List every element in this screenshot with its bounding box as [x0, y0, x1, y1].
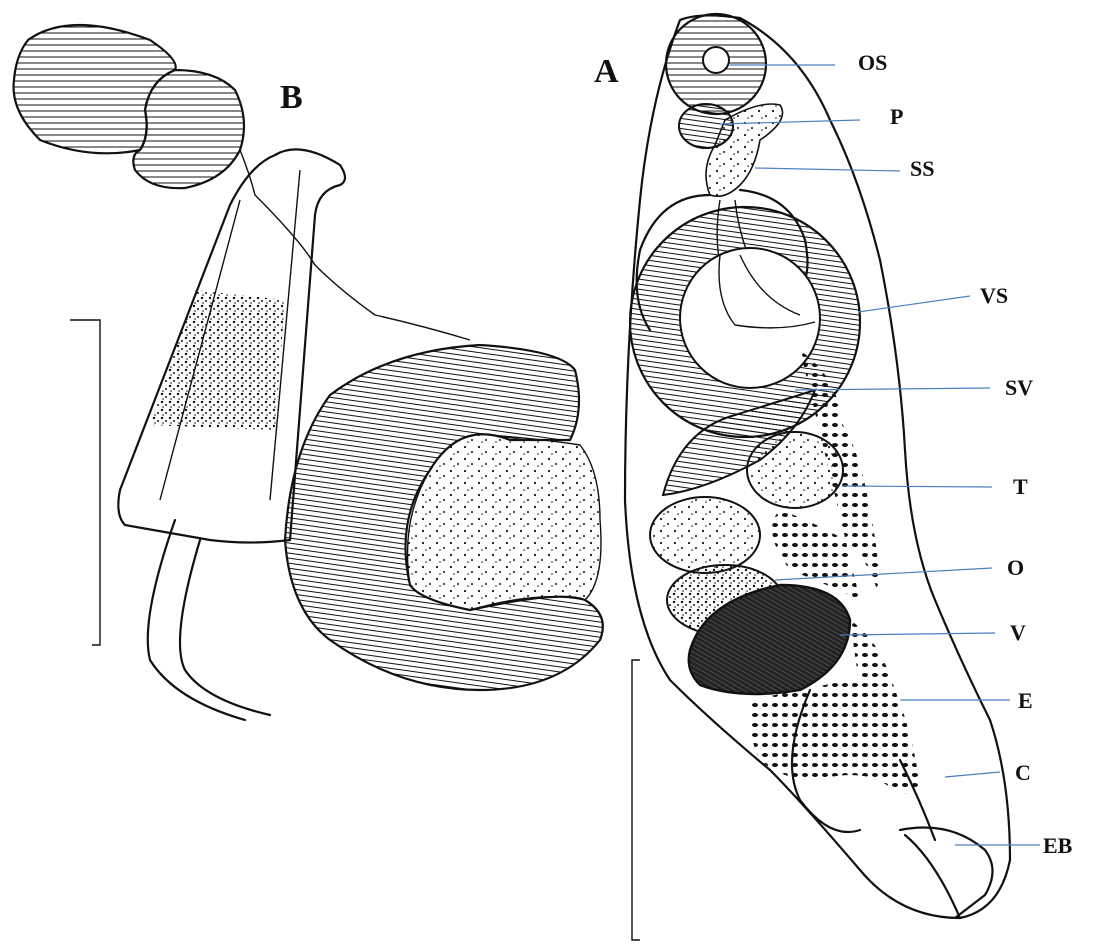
testis-posterior — [650, 497, 760, 573]
ejaculatory-duct — [148, 520, 270, 720]
label-o: O — [1007, 555, 1024, 580]
label-vs: VS — [980, 283, 1008, 308]
ventral-sucker-lumen — [680, 248, 820, 388]
label-ss: SS — [910, 156, 934, 181]
ventral-sucker-b-lumen — [408, 434, 602, 610]
leader-vs — [858, 296, 970, 312]
label-p: P — [890, 104, 903, 129]
scale-bar-a — [632, 660, 640, 940]
label-sv: SV — [1005, 375, 1033, 400]
oral-sucker-mouth — [703, 47, 729, 73]
excretory-bladder — [900, 828, 993, 919]
panel-a-drawing — [625, 14, 1010, 940]
panel-letter-b: B — [280, 79, 303, 116]
label-e: E — [1018, 688, 1033, 713]
label-c: C — [1015, 760, 1031, 785]
leader-ss — [755, 168, 900, 171]
label-eb: EB — [1043, 833, 1073, 858]
panel-letter-a: A — [594, 53, 619, 90]
label-t: T — [1013, 474, 1028, 499]
panel-b-drawing — [14, 25, 603, 720]
label-os: OS — [858, 50, 887, 75]
label-v: V — [1010, 620, 1026, 645]
scale-bar-b — [70, 320, 100, 645]
leader-c — [945, 772, 1000, 777]
